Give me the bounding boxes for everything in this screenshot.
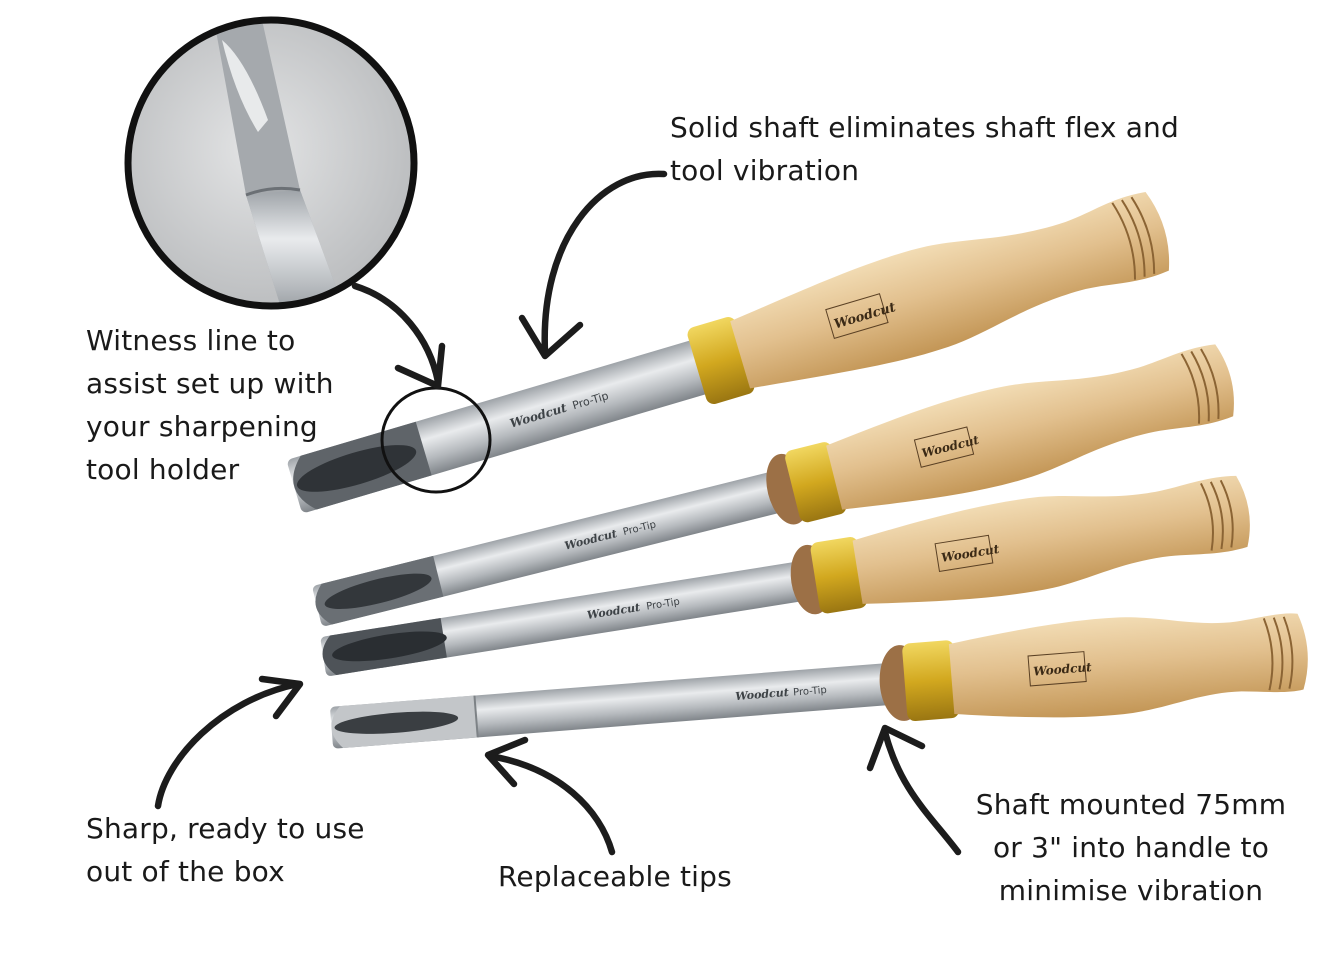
annotation-shaft-mounted: Shaft mounted 75mm or 3" into handle to …	[975, 788, 1287, 907]
tool-1-handle-logo	[825, 293, 889, 340]
tool-2-flute	[324, 573, 432, 609]
curved-arrow-icon-sharp	[154, 675, 304, 810]
annotation-solid-shaft: Solid shaft eliminates shaft flex and to…	[670, 111, 1179, 187]
tool-2-handle	[826, 344, 1234, 510]
tool-2-grooves	[1180, 348, 1220, 424]
curved-arrow-icon-witness-line	[351, 282, 446, 390]
annotation-sharp: Sharp, ready to use out of the box	[86, 812, 365, 888]
tool-4-handle-brand: Woodcut	[1033, 660, 1093, 679]
tool-3-ferrule	[810, 537, 868, 614]
curved-arrow-icon-shaft-mounted	[866, 724, 962, 856]
turning-tool-3: Woodcut Woodcut Pro-Tip	[320, 475, 1250, 676]
zoom-ring	[124, 16, 418, 310]
tool-4-ferrule	[902, 640, 960, 722]
tool-1-flute	[296, 445, 417, 492]
tool-2-handle-logo	[913, 426, 975, 468]
curved-arrow-icon-tips	[484, 736, 616, 856]
zoom-detail	[124, 16, 418, 310]
annotation-replaceable-tips: Replaceable tips	[498, 860, 732, 893]
tool-3-handle	[852, 475, 1250, 604]
tool-4-flute	[334, 711, 459, 734]
tool-4-shaft-model: Pro-Tip	[793, 685, 827, 699]
tool-3-handle-logo	[934, 534, 994, 572]
tool-4-grooves	[1262, 616, 1294, 691]
tool-3-shaft	[320, 559, 820, 676]
tool-4-shaft-brand: Woodcut	[735, 686, 789, 703]
tool-3-flute	[332, 631, 447, 662]
tool-3-grooves	[1200, 479, 1234, 551]
tool-3-shaft-model: Pro-Tip	[646, 596, 681, 612]
tool-4-handle	[948, 613, 1308, 718]
annotation-witness-line: Witness line to assist set up with your …	[86, 324, 334, 486]
turning-tool-2: Woodcut Woodcut Pro-Tip	[312, 344, 1234, 626]
tool-1-grooves	[1111, 196, 1156, 280]
tool-4-handle-logo	[1027, 651, 1087, 687]
tool-1-handle	[730, 191, 1170, 389]
turning-tool-1: Woodcut Woodcut Pro-Tip	[287, 191, 1170, 513]
curved-arrow-icon-solid-shaft	[518, 170, 668, 360]
turning-tool-4: Woodcut Woodcut Pro-Tip	[330, 613, 1308, 749]
tool-4-witness-line	[473, 695, 479, 738]
